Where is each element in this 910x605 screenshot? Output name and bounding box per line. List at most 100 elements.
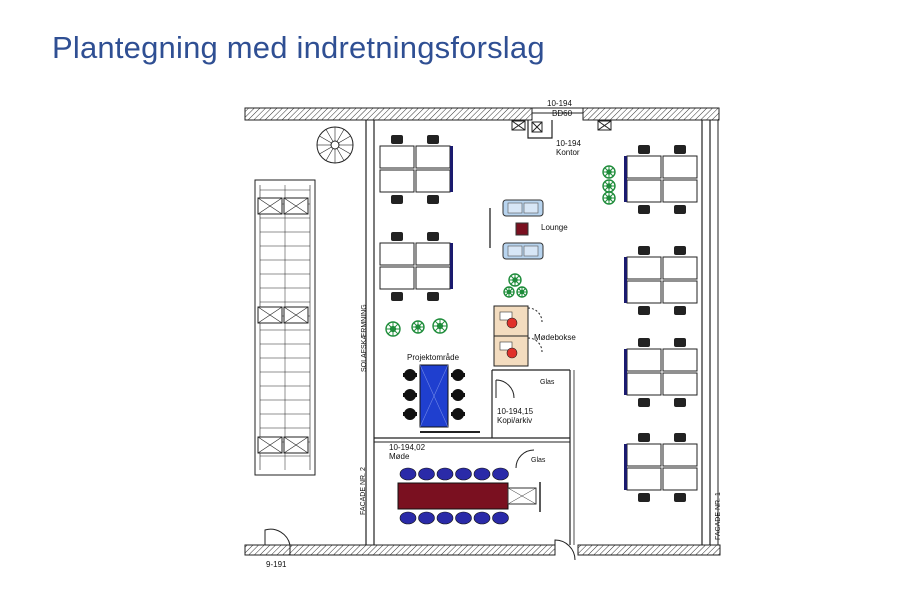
chair [403, 369, 417, 381]
meeting-chairs [399, 467, 509, 525]
chair [638, 205, 650, 214]
desk-group [624, 246, 698, 315]
chair [427, 195, 439, 204]
plants [385, 165, 616, 337]
partitions [264, 120, 612, 561]
walls [244, 107, 721, 556]
desk [662, 155, 698, 179]
spiral-stair [316, 126, 354, 164]
desk-group [624, 145, 698, 214]
label-mode-number: 10-194,02 [389, 443, 426, 452]
desk [415, 242, 451, 266]
chair [399, 511, 417, 525]
label-kontor: Kontor [556, 148, 580, 157]
chair [403, 408, 417, 420]
plant [516, 286, 528, 298]
plant [503, 286, 515, 298]
desk [626, 348, 662, 372]
chair [391, 292, 403, 301]
desk [626, 372, 662, 396]
desk [626, 443, 662, 467]
plant [385, 321, 401, 337]
plant [432, 318, 448, 334]
label-solafskaermning: SOLAFSKÆRMNING [361, 304, 368, 372]
desk [662, 179, 698, 203]
chair [674, 338, 686, 347]
desk-group [624, 338, 698, 407]
label-kopi-arkiv: Kopi/arkiv [497, 416, 532, 425]
chair [455, 467, 472, 481]
stair-box [283, 306, 309, 324]
chair [638, 433, 650, 442]
stair-box [257, 306, 283, 324]
chair [638, 398, 650, 407]
label-facade-1: FACADE NR. 1 [715, 492, 722, 540]
chair [638, 493, 650, 502]
desk-screen [624, 257, 627, 303]
desk [662, 348, 698, 372]
label-room-10-194: 10-194 [547, 99, 572, 108]
chair [436, 467, 454, 481]
lounge-sofas [502, 199, 544, 260]
label-room-9-191: 9-191 [266, 560, 287, 569]
plant [411, 320, 425, 334]
plant [602, 179, 616, 193]
chair [391, 195, 403, 204]
label-glas-2: Glas [531, 457, 546, 464]
chair [436, 511, 454, 525]
desk [379, 266, 415, 290]
stair-box [257, 436, 283, 454]
desk-screen [450, 146, 453, 192]
chair [451, 389, 465, 401]
meeting-pods [493, 305, 543, 367]
desk [626, 179, 662, 203]
desk [662, 467, 698, 491]
label-kopi-number: 10-194,15 [497, 407, 534, 416]
chair [674, 205, 686, 214]
chair [427, 232, 439, 241]
label-projektomrade: Projektområde [407, 353, 460, 362]
label-facade-2: FACADE NR. 2 [360, 467, 367, 515]
chair [427, 292, 439, 301]
label-mode: Møde [389, 452, 410, 461]
plant [602, 191, 616, 205]
chair [451, 369, 465, 381]
chair [399, 467, 417, 481]
chair [418, 511, 435, 525]
chair [638, 145, 650, 154]
desk [626, 256, 662, 280]
chair [427, 135, 439, 144]
desk-group [379, 232, 453, 301]
chair [473, 511, 491, 525]
desk [379, 145, 415, 169]
meeting-table [397, 482, 537, 510]
desk [415, 169, 451, 193]
chair [674, 306, 686, 315]
desk [662, 372, 698, 396]
desk [662, 256, 698, 280]
plan-labels: 10-194 BD60 10-194 Kontor Lounge Mødebok… [266, 99, 722, 569]
desk [379, 242, 415, 266]
chair [473, 467, 491, 481]
desk [662, 443, 698, 467]
desk-group [379, 135, 453, 204]
label-glas-1: Glas [540, 379, 555, 386]
stair-box [283, 436, 309, 454]
stair-box [257, 197, 283, 215]
chair [674, 145, 686, 154]
desk [662, 280, 698, 304]
slide-title: Plantegning med indretningsforslag [52, 30, 545, 65]
chair [418, 467, 435, 481]
desk-screen [624, 349, 627, 395]
plant [602, 165, 616, 179]
chair [492, 511, 509, 525]
desk [626, 467, 662, 491]
desk-cluster-left [379, 135, 453, 301]
label-bd60: BD60 [552, 109, 573, 118]
label-modebokse: Mødebokse [534, 333, 576, 342]
chair [638, 306, 650, 315]
chair [451, 408, 465, 420]
desk [626, 280, 662, 304]
project-chairs [403, 369, 465, 420]
